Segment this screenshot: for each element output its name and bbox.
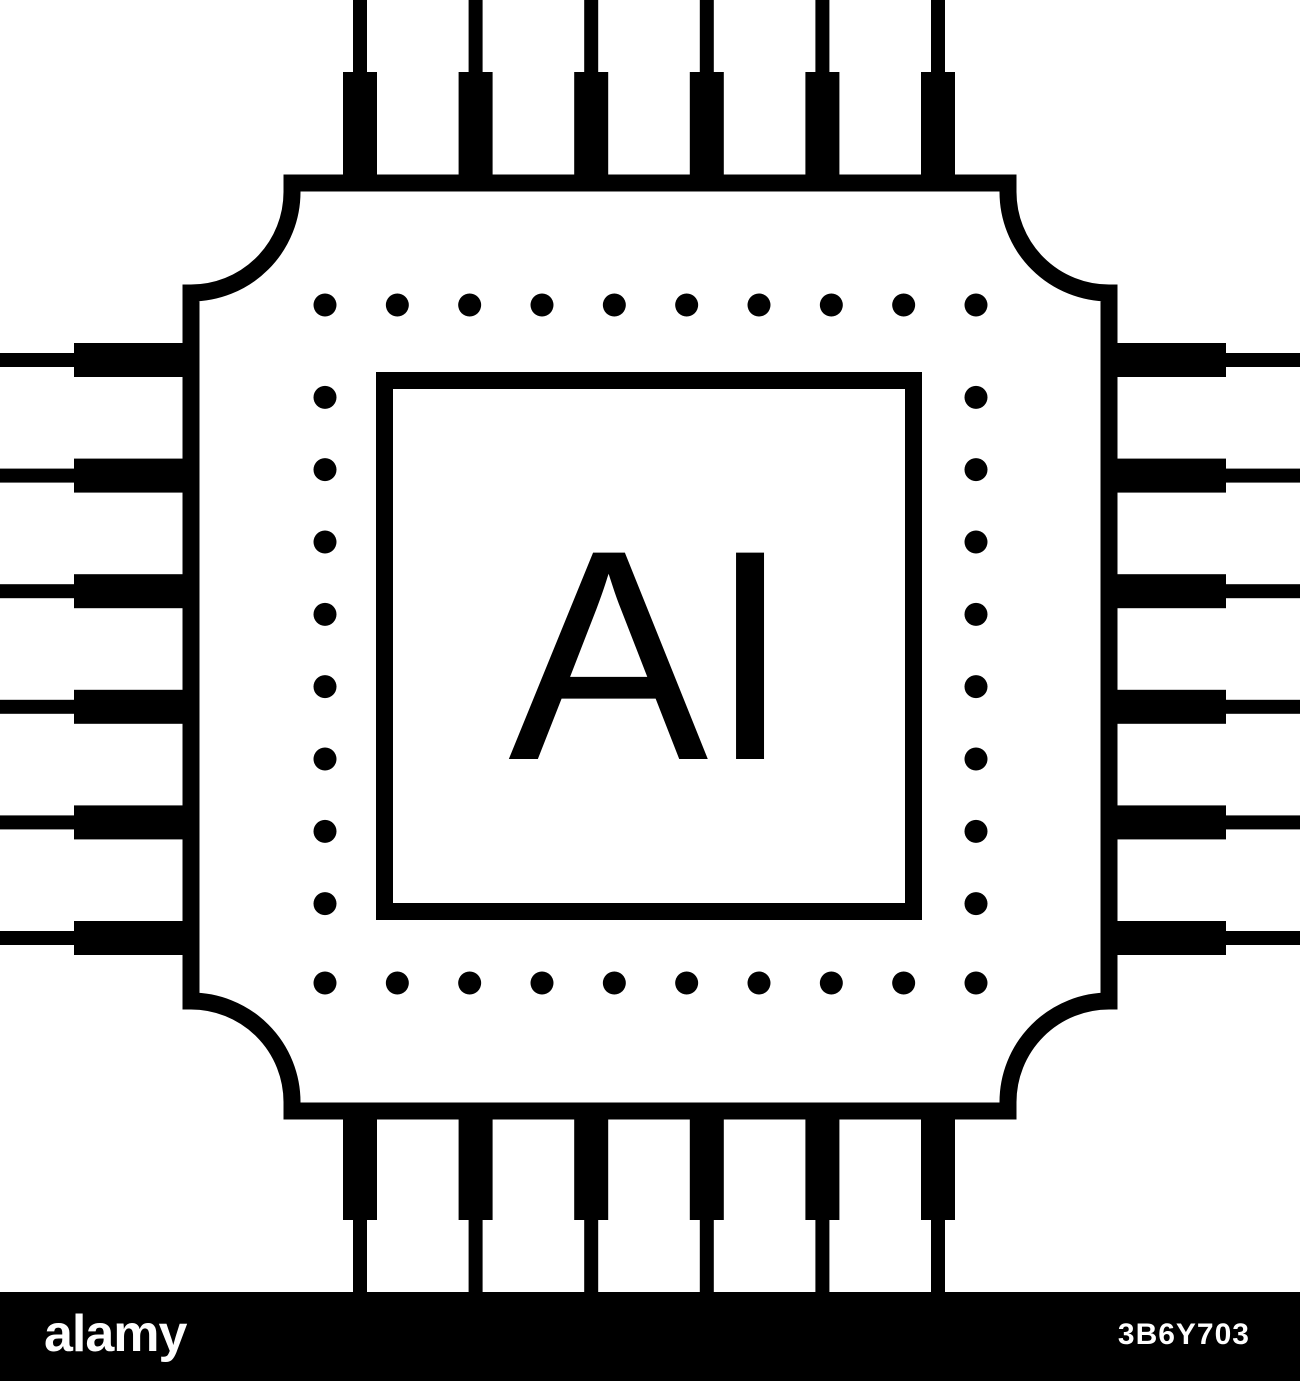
chip-pin-top-base bbox=[458, 72, 493, 190]
chip-dot bbox=[602, 971, 626, 995]
chip-dot bbox=[675, 293, 699, 317]
chip-dot bbox=[313, 293, 337, 317]
chip-dot bbox=[819, 293, 843, 317]
chip-dot bbox=[964, 602, 988, 626]
chip-dot bbox=[530, 293, 554, 317]
chip-dot bbox=[313, 892, 337, 916]
chip-dot-ring bbox=[313, 293, 988, 995]
chip-dot bbox=[819, 971, 843, 995]
chip-pin-top-base bbox=[574, 72, 609, 190]
chip-pin-bottom-base bbox=[574, 1104, 609, 1220]
chip-dot bbox=[458, 971, 482, 995]
ai-label: AI bbox=[508, 487, 791, 823]
chip-dot bbox=[892, 293, 916, 317]
chip-dot bbox=[385, 971, 409, 995]
chip-dot bbox=[675, 971, 699, 995]
chip-dot bbox=[964, 675, 988, 699]
chip-dot bbox=[458, 293, 482, 317]
chip-dot bbox=[964, 293, 988, 317]
chip-pin-left-base bbox=[74, 689, 198, 724]
chip-dot bbox=[313, 602, 337, 626]
chip-dot bbox=[385, 293, 409, 317]
chip-pin-right-base bbox=[1102, 458, 1226, 493]
chip-pin-top-base bbox=[921, 72, 955, 190]
chip-core bbox=[376, 372, 922, 920]
chip-dot bbox=[313, 458, 337, 482]
chip-dot bbox=[747, 971, 771, 995]
watermark-logo: alamy bbox=[44, 1305, 187, 1363]
chip-dot bbox=[313, 747, 337, 771]
chip-dot bbox=[313, 971, 337, 995]
chip-pin-top-base bbox=[805, 72, 840, 190]
chip-pin-left-base bbox=[74, 574, 198, 609]
chip-dot bbox=[964, 530, 988, 554]
chip-dot bbox=[964, 971, 988, 995]
chip-pin-left-base bbox=[74, 921, 198, 955]
chip-pin-bottom-base bbox=[343, 1104, 377, 1220]
chip-pin-right-base bbox=[1102, 689, 1226, 724]
chip-pin-left-base bbox=[74, 343, 198, 377]
chip-pin-left-base bbox=[74, 458, 198, 493]
chip-dot bbox=[747, 293, 771, 317]
chip-pin-right-base bbox=[1102, 805, 1226, 840]
chip-pin-bottom-base bbox=[805, 1104, 840, 1220]
chip-pins bbox=[0, 0, 1300, 1292]
chip-pin-right-base bbox=[1102, 343, 1226, 377]
chip-pin-top-base bbox=[689, 72, 724, 190]
chip-pin-bottom-base bbox=[689, 1104, 724, 1220]
watermark-bar: alamy 3B6Y703 bbox=[0, 1292, 1300, 1381]
chip-dot bbox=[313, 819, 337, 843]
ai-chip-icon: AI bbox=[0, 0, 1300, 1292]
chip-dot bbox=[964, 819, 988, 843]
chip-dot bbox=[964, 458, 988, 482]
chip-pin-bottom-base bbox=[921, 1104, 955, 1220]
chip-dot bbox=[313, 675, 337, 699]
chip-dot bbox=[313, 385, 337, 409]
chip-dot bbox=[602, 293, 626, 317]
chip-dot bbox=[530, 971, 554, 995]
chip-pin-right-base bbox=[1102, 574, 1226, 609]
chip-pin-right-base bbox=[1102, 921, 1226, 955]
chip-dot bbox=[964, 385, 988, 409]
chip-pin-bottom-base bbox=[458, 1104, 493, 1220]
chip-dot bbox=[313, 530, 337, 554]
chip-dot bbox=[892, 971, 916, 995]
chip-pin-left-base bbox=[74, 805, 198, 840]
chip-dot bbox=[964, 747, 988, 771]
chip-dot bbox=[964, 892, 988, 916]
chip-body bbox=[182, 174, 1118, 1120]
chip-pin-top-base bbox=[343, 72, 377, 190]
watermark-image-id: 3B6Y703 bbox=[1117, 1318, 1250, 1351]
